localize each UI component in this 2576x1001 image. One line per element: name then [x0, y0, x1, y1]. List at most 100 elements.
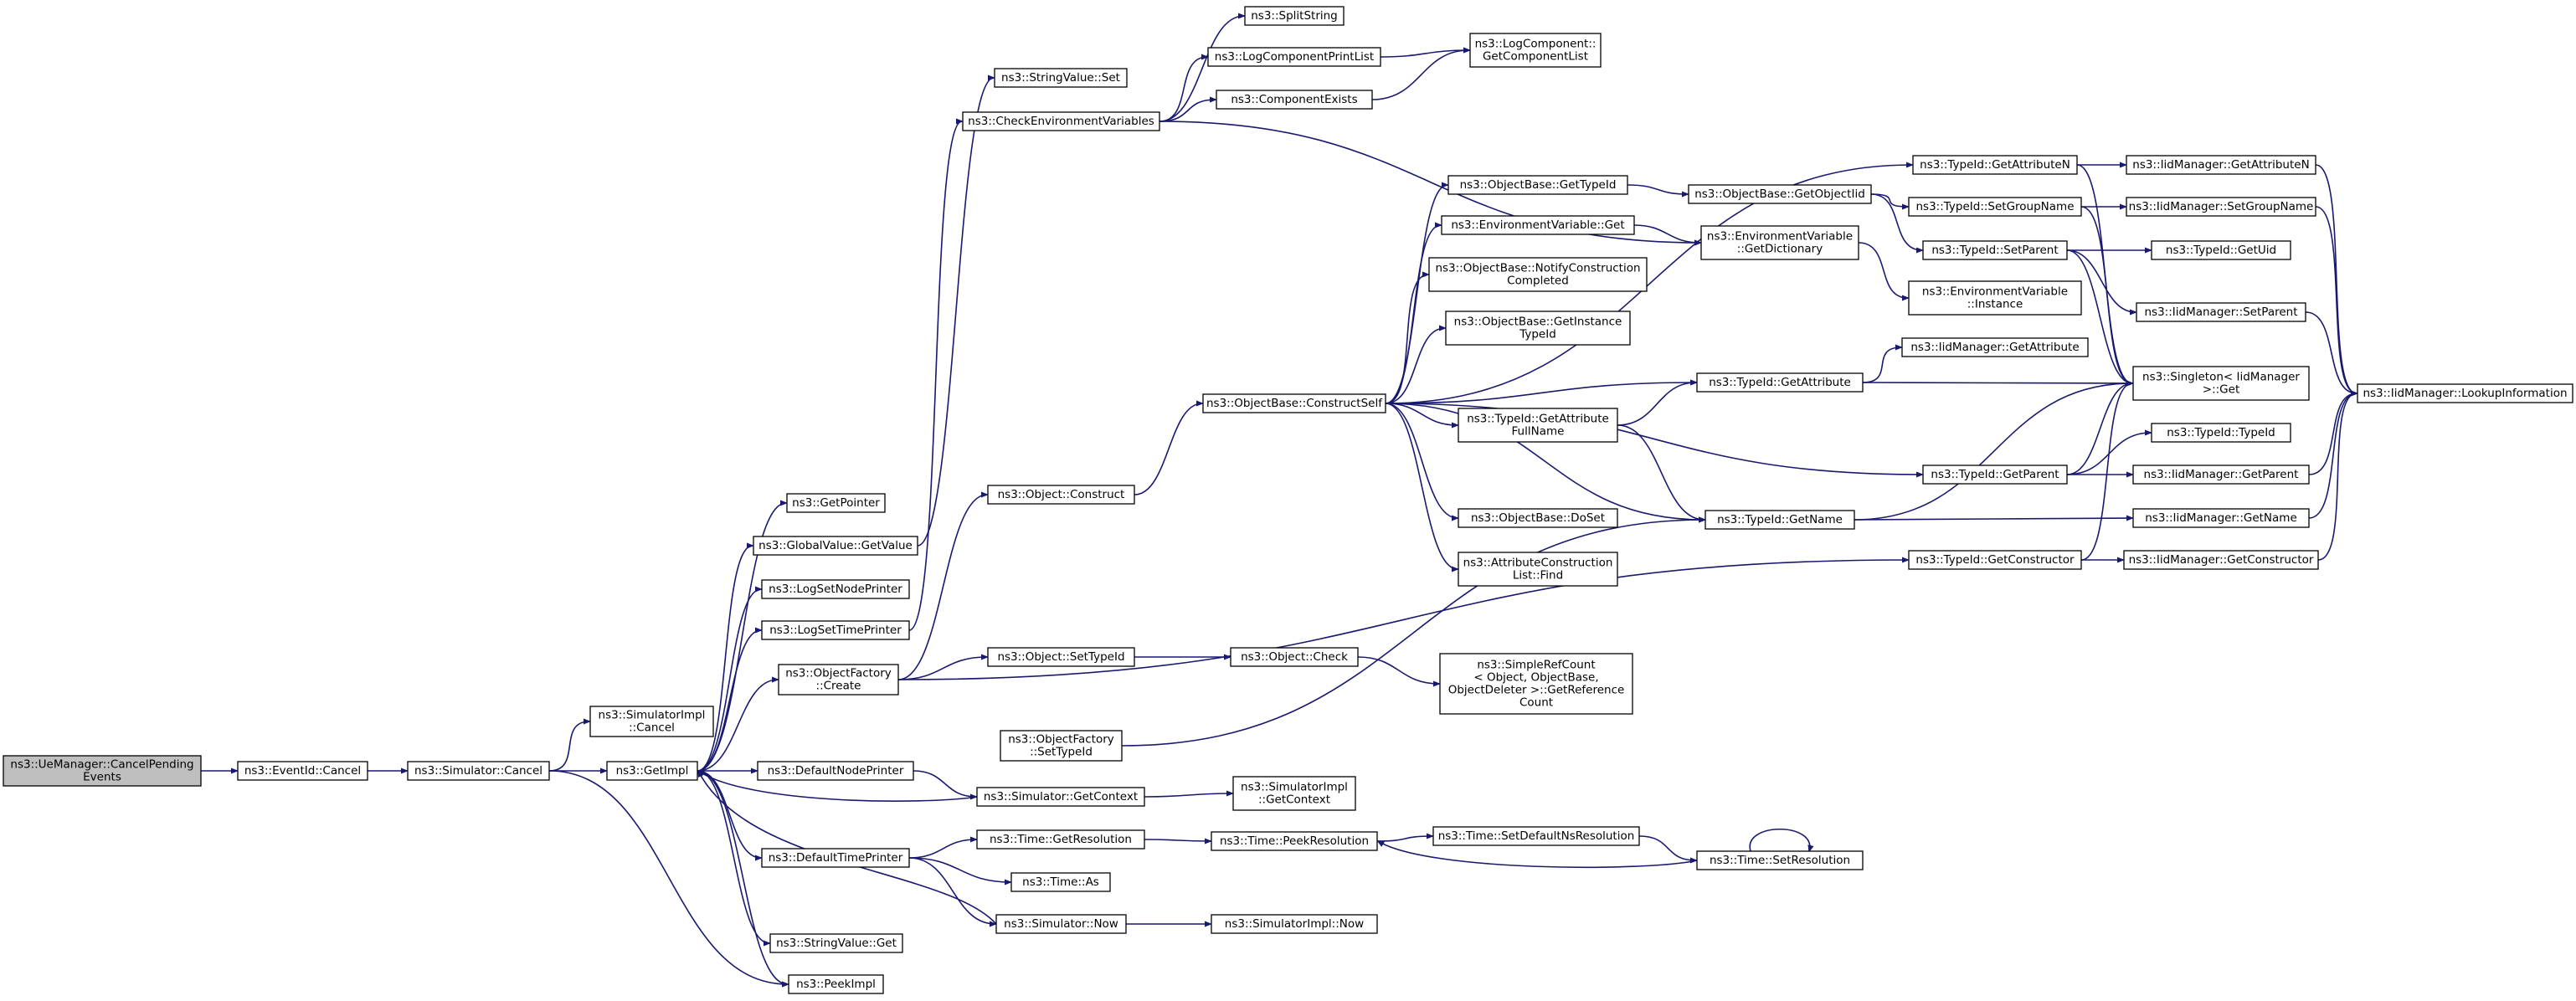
node-label: ns3::UeManager::CancelPending: [10, 758, 193, 772]
node-time-getresolution[interactable]: ns3::Time::GetResolution: [976, 829, 1145, 850]
node-label: ns3::TypeId::SetGroupName: [1915, 200, 2074, 213]
node-objectbase-getobjectiid[interactable]: ns3::ObjectBase::GetObjectIid: [1688, 184, 1872, 204]
node-simulator-getcontext[interactable]: ns3::Simulator::GetContext: [976, 787, 1145, 807]
node-singleton-get[interactable]: ns3::Singleton< IidManager >::Get: [2132, 366, 2310, 401]
node-label: ns3::ObjectBase::GetObjectIid: [1694, 187, 1865, 201]
node-time-as[interactable]: ns3::Time::As: [1010, 872, 1111, 892]
node-typeid-getattributen[interactable]: ns3::TypeId::GetAttributeN: [1912, 155, 2078, 175]
node-box: [976, 829, 1145, 850]
node-label: ns3::StringValue::Set: [1001, 71, 1120, 85]
node-simplerefcount[interactable]: ns3::SimpleRefCount< Object, ObjectBase,…: [1439, 653, 1633, 715]
node-object-construct[interactable]: ns3::Object::Construct: [987, 485, 1135, 505]
node-label: ns3::Singleton< IidManager: [2142, 371, 2300, 384]
node-simimpl-now[interactable]: ns3::SimulatorImpl::Now: [1211, 914, 1378, 934]
node-time-setresolution[interactable]: ns3::Time::SetResolution: [1696, 850, 1864, 870]
node-time-setdefaultnsresolution[interactable]: ns3::Time::SetDefaultNsResolution: [1432, 826, 1640, 846]
node-envvar-get[interactable]: ns3::EnvironmentVariable::Get: [1441, 215, 1635, 235]
node-typeid-typeid[interactable]: ns3::TypeId::TypeId: [2151, 423, 2291, 443]
node-object-settypeid[interactable]: ns3::Object::SetTypeId: [987, 647, 1135, 667]
node-logsettimeprinter[interactable]: ns3::LogSetTimePrinter: [761, 620, 910, 640]
edge-objectbase-constructself-to-typeid-getparent: [1385, 403, 1922, 475]
node-box: [761, 579, 910, 599]
node-typeid-getname[interactable]: ns3::TypeId::GetName: [1704, 510, 1855, 530]
node-box: [1216, 90, 1373, 110]
node-getpointer[interactable]: ns3::GetPointer: [786, 493, 886, 513]
edge-objectbase-getobjectiid-to-typeid-setgroupname: [1870, 193, 1908, 207]
node-box: [2151, 240, 2291, 260]
node-label: GetComponentList: [1483, 50, 1588, 64]
edge-time-peekresolution-to-time-setdefaultnsresolution: [1376, 836, 1432, 842]
node-simulator-now[interactable]: ns3::Simulator::Now: [995, 914, 1127, 934]
node-simimpl-cancel[interactable]: ns3::SimulatorImpl::Cancel: [589, 706, 714, 737]
node-box: [757, 761, 914, 781]
edge-checkenv-to-logcomponentprintlist: [1159, 57, 1207, 122]
node-box: [976, 787, 1145, 807]
node-logcomponentprintlist[interactable]: ns3::LogComponentPrintList: [1207, 47, 1381, 67]
node-typeid-setgroupname[interactable]: ns3::TypeId::SetGroupName: [1908, 197, 2082, 217]
node-box: [589, 706, 714, 737]
edge-typeid-getconstructor-to-singleton-get: [2080, 383, 2132, 561]
node-envvar-getdictionary[interactable]: ns3::EnvironmentVariable::GetDictionary: [1700, 225, 1859, 260]
node-label: ns3::IidManager::LookupInformation: [2363, 387, 2567, 400]
node-label: ns3::IidManager::SetGroupName: [2129, 200, 2314, 213]
node-iidmanager-getattribute[interactable]: ns3::IidManager::GetAttribute: [1901, 337, 2089, 357]
node-iidmanager-getattributen[interactable]: ns3::IidManager::GetAttributeN: [2126, 155, 2316, 175]
node-label: ns3::Time::SetDefaultNsResolution: [1438, 829, 1635, 843]
node-label: ns3::DefaultTimePrinter: [769, 851, 903, 865]
node-box: [1922, 465, 2068, 485]
node-objectbase-constructself[interactable]: ns3::ObjectBase::ConstructSelf: [1202, 393, 1386, 413]
node-iidmanager-getname[interactable]: ns3::IidManager::GetName: [2132, 508, 2310, 528]
node-iidmanager-getparent[interactable]: ns3::IidManager::GetParent: [2132, 465, 2310, 485]
node-typeid-getuid[interactable]: ns3::TypeId::GetUid: [2151, 240, 2291, 260]
node-objectfactory-settypeid[interactable]: ns3::ObjectFactory::SetTypeId: [1000, 730, 1123, 762]
node-getimpl[interactable]: ns3::GetImpl: [606, 761, 698, 781]
node-box: [1202, 393, 1386, 413]
node-box: [1908, 280, 2082, 316]
edge-checkenv-to-envvar-getdictionary: [1159, 121, 1700, 243]
node-label: ns3::ObjectBase::NotifyConstruction: [1435, 262, 1640, 275]
node-box: [3, 755, 202, 787]
node-eventid-cancel[interactable]: ns3::EventId::Cancel: [237, 761, 368, 781]
node-label: ns3::PeekImpl: [796, 978, 876, 991]
node-label: ns3::SimulatorImpl: [1241, 781, 1348, 794]
edge-simulator-getcontext-to-getimpl: [698, 771, 978, 802]
node-splitstring[interactable]: ns3::SplitString: [1244, 6, 1345, 26]
node-time-peekresolution[interactable]: ns3::Time::PeekResolution: [1211, 831, 1378, 851]
node-simulator-cancel[interactable]: ns3::Simulator::Cancel: [407, 761, 550, 781]
node-iidmanager-getconstructor[interactable]: ns3::IidManager::GetConstructor: [2123, 550, 2319, 570]
node-logcomponent-getlist[interactable]: ns3::LogComponent::GetComponentList: [1469, 33, 1602, 68]
node-label: ns3::Time::As: [1022, 875, 1099, 889]
node-stringvalue-get[interactable]: ns3::StringValue::Get: [769, 933, 903, 953]
node-typeid-getparent[interactable]: ns3::TypeId::GetParent: [1922, 465, 2068, 485]
node-objectfactory-create[interactable]: ns3::ObjectFactory::Create: [778, 664, 899, 696]
node-label: ns3::Object::Construct: [998, 488, 1125, 501]
node-simimpl-getcontext[interactable]: ns3::SimulatorImpl::GetContext: [1232, 776, 1356, 811]
node-peekimpl[interactable]: ns3::PeekImpl: [788, 974, 884, 994]
edge-defaultnodeprinter-to-simulator-getcontext: [913, 770, 976, 797]
node-defaulttimeprinter[interactable]: ns3::DefaultTimePrinter: [761, 848, 910, 868]
node-label: ns3::EventId::Cancel: [244, 764, 361, 778]
node-object-check[interactable]: ns3::Object::Check: [1230, 647, 1359, 667]
node-objectbase-doset[interactable]: ns3::ObjectBase::DoSet: [1458, 508, 1618, 528]
node-label: ns3::ObjectBase::ConstructSelf: [1206, 397, 1383, 410]
node-objectbase-gettypeid[interactable]: ns3::ObjectBase::GetTypeId: [1447, 175, 1628, 195]
node-iidmanager-setgroupname[interactable]: ns3::IidManager::SetGroupName: [2126, 197, 2316, 217]
node-iidmanager-setparent[interactable]: ns3::IidManager::SetParent: [2136, 302, 2306, 322]
node-stringvalue-set[interactable]: ns3::StringValue::Set: [994, 68, 1128, 88]
node-defaultnodeprinter[interactable]: ns3::DefaultNodePrinter: [757, 761, 914, 781]
node-typeid-getconstructor[interactable]: ns3::TypeId::GetConstructor: [1908, 550, 2082, 570]
node-globalvalue-getvalue[interactable]: ns3::GlobalValue::GetValue: [753, 536, 918, 556]
node-typeid-getattribute[interactable]: ns3::TypeId::GetAttribute: [1696, 372, 1864, 393]
node-checkenv[interactable]: ns3::CheckEnvironmentVariables: [962, 111, 1160, 131]
node-typeid-setparent[interactable]: ns3::TypeId::SetParent: [1922, 240, 2068, 260]
node-componentexists[interactable]: ns3::ComponentExists: [1216, 90, 1373, 110]
node-iidmanager-lookupinformation[interactable]: ns3::IidManager::LookupInformation: [2357, 383, 2573, 403]
node-logsetnodeprinter[interactable]: ns3::LogSetNodePrinter: [761, 579, 910, 599]
node-objectbase-notify[interactable]: ns3::ObjectBase::NotifyConstructionCompl…: [1428, 257, 1648, 292]
node-box: [1458, 408, 1618, 443]
node-label: ::Cancel: [629, 721, 675, 735]
node-envvar-instance[interactable]: ns3::EnvironmentVariable::Instance: [1908, 280, 2082, 316]
